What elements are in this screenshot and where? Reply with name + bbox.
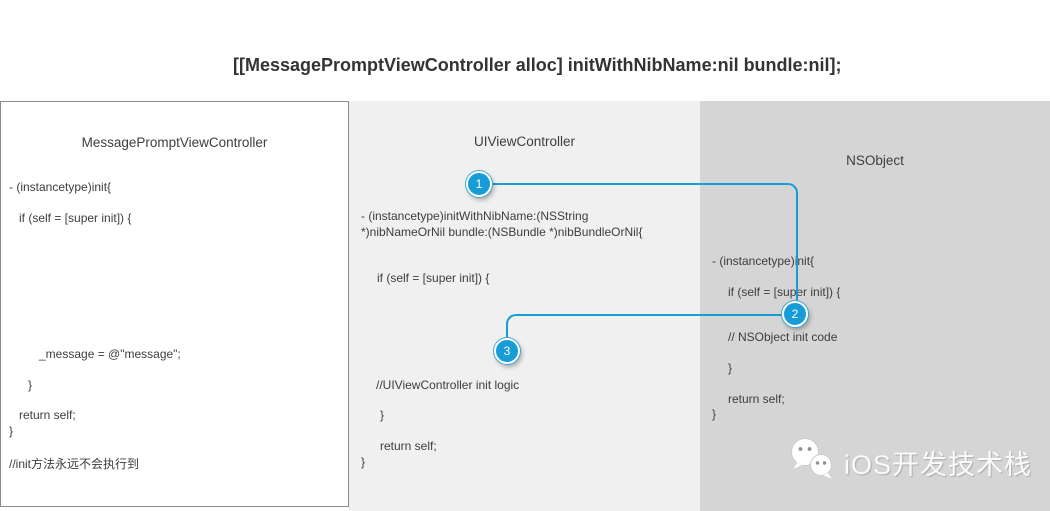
code-line: return self; — [19, 408, 76, 422]
code-line: } — [9, 424, 14, 438]
code-line: if (self = [super init]) { — [728, 285, 841, 299]
code-line: } — [380, 408, 385, 422]
connector-step1-to-step2 — [491, 183, 798, 304]
code-line: } — [361, 455, 366, 469]
watermark: iOS开发技术栈 — [788, 437, 1032, 488]
code-line: if (self = [super init]) { — [19, 211, 132, 225]
panel-title-uiviewcontroller: UIViewController — [473, 134, 576, 149]
code-line: if (self = [super init]) { — [377, 271, 490, 285]
panel-message-prompt-view-controller: MessagePromptViewController - (instancet… — [0, 101, 349, 507]
wechat-icon — [788, 437, 836, 488]
code-line: } — [728, 361, 733, 375]
step-marker-3: 3 — [494, 338, 520, 364]
panel-title-nsobject: NSObject — [846, 153, 904, 168]
code-line: - (instancetype)initWithNibName:(NSStrin… — [361, 209, 589, 223]
panel-nsobject: NSObject - (instancetype)init{ if (self … — [700, 101, 1050, 511]
watermark-text: iOS开发技术栈 — [844, 450, 1033, 480]
code-line: } — [28, 378, 33, 392]
page-title: [[MessagePromptViewController alloc] ini… — [233, 55, 842, 75]
code-line: //UIViewController init logic — [376, 378, 520, 392]
panel-uiviewcontroller: UIViewController - (instancetype)initWit… — [349, 101, 700, 511]
step-marker-1: 1 — [466, 171, 492, 197]
code-line-comment-chinese: //init方法永远不会执行到 — [9, 457, 140, 471]
code-line: return self; — [380, 439, 437, 453]
code-line: - (instancetype)init{ — [9, 180, 112, 194]
code-line: return self; — [728, 392, 785, 406]
code-line: _message = @"message"; — [39, 347, 181, 361]
step-marker-2: 2 — [782, 301, 808, 327]
code-line: } — [712, 407, 717, 421]
panel-title-message-prompt: MessagePromptViewController — [81, 135, 268, 150]
code-line: *)nibNameOrNil bundle:(NSBundle *)nibBun… — [361, 225, 643, 239]
connector-step3-to-step2 — [506, 314, 785, 341]
code-line: - (instancetype)init{ — [712, 254, 815, 268]
